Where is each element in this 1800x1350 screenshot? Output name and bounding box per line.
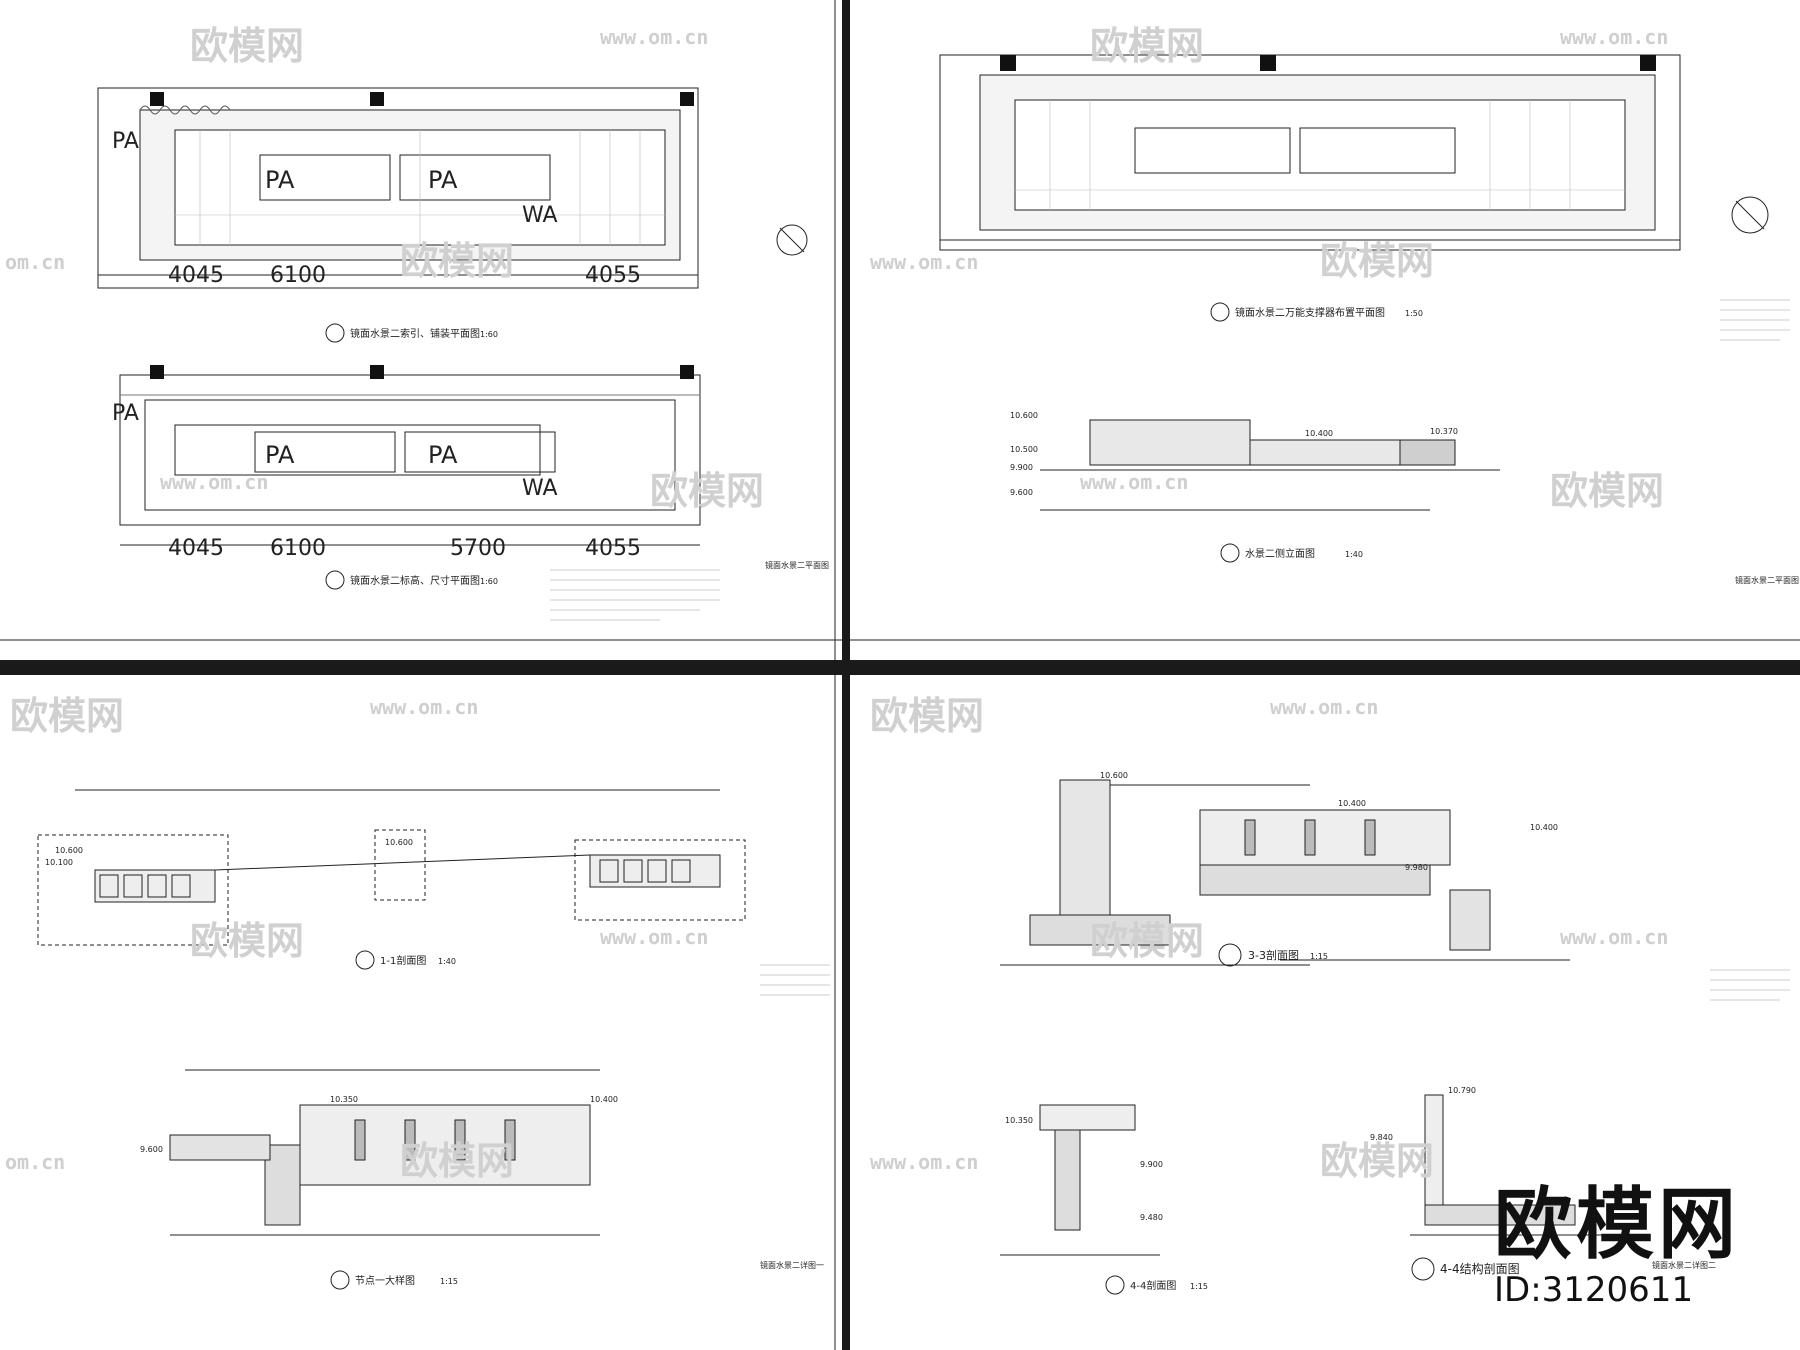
node-detail — [169, 1069, 600, 1236]
pa-label: PA — [428, 441, 458, 469]
elevation-text: 10.350 — [330, 1095, 358, 1104]
drawing-scale: 1:40 — [438, 957, 456, 966]
elevation-text: 10.400 — [1305, 429, 1333, 438]
side-elevation — [1040, 419, 1500, 511]
drawing-title: 4-4剖面图 — [1130, 1279, 1176, 1292]
elevation-text: 10.500 — [1010, 445, 1038, 454]
dimension-text: 4055 — [585, 536, 641, 561]
elevation-text: 9.480 — [1140, 1213, 1163, 1222]
dimension-text: 4045 — [168, 536, 224, 561]
brand-stamp: 欧模网 ID:3120611 — [1494, 1186, 1740, 1310]
elevation-text: 9.900 — [1010, 463, 1033, 472]
elevation-text: 9.900 — [1140, 1160, 1163, 1169]
structural-section — [1410, 1094, 1610, 1236]
wa-label: WA — [522, 203, 558, 228]
pa-label: PA — [112, 401, 139, 426]
drawing-scale: 1:15 — [1190, 1282, 1208, 1291]
plan-drawing: PA PA PA WA 4045 6100 4055 镜面水景二索引、铺装平面图… — [0, 0, 842, 660]
drawing-title: 节点一大样图 — [355, 1274, 415, 1287]
sheet-name: 镜面水景二详图二 — [1652, 1260, 1716, 1270]
dimension-text: 6100 — [270, 536, 326, 561]
support-drawing: 镜面水景二万能支撑器布置平面图 1:50 10.600 10.500 9.900… — [850, 54, 1800, 641]
elevation-text: 10.600 — [1100, 771, 1128, 780]
drawing-title: 4-4结构剖面图 — [1440, 1261, 1520, 1276]
elevation-text: 9.840 — [1370, 1133, 1393, 1142]
pa-label: PA — [265, 166, 295, 194]
drawing-sheet-section-2: 10.600 10.400 10.400 9.980 3-3剖面图 1:15 1… — [850, 675, 1800, 1350]
drawing-scale: 1:40 — [1345, 550, 1363, 559]
elevation-text: 10.400 — [1530, 823, 1558, 832]
drawing-title: 1-1剖面图 — [380, 954, 426, 967]
elevation-text: 10.370 — [1430, 427, 1458, 436]
drawing-title: 3-3剖面图 — [1248, 948, 1299, 962]
elevation-text: 10.400 — [1338, 799, 1366, 808]
dimension-text: 4055 — [585, 263, 641, 288]
pa-label: PA — [265, 441, 295, 469]
lower-plan — [119, 374, 701, 546]
elevation-text: 9.600 — [1010, 488, 1033, 497]
north-arrow — [1731, 196, 1769, 234]
sheet-name: 镜面水景二详图一 — [760, 1260, 824, 1270]
elevation-text: 10.600 — [1010, 411, 1038, 420]
drawing-sheet-support-layout: 镜面水景二万能支撑器布置平面图 1:50 10.600 10.500 9.900… — [850, 0, 1800, 660]
brand-id: ID:3120611 — [1493, 1270, 1694, 1310]
section-3-3 — [1000, 779, 1570, 966]
drawing-scale: 1:15 — [440, 1277, 458, 1286]
dimension-text: 6100 — [270, 263, 326, 288]
drawing-scale: 1:60 — [480, 330, 498, 339]
drawing-title: 水景二侧立面图 — [1245, 547, 1315, 560]
section-drawing-2: 10.600 10.400 10.400 9.980 3-3剖面图 1:15 1… — [1000, 771, 1790, 1295]
section-4-4 — [1000, 1104, 1160, 1256]
dimension-text: 5700 — [450, 536, 506, 561]
elevation-text: 10.100 — [45, 858, 73, 867]
elevation-text: 10.600 — [55, 846, 83, 855]
elevation-text: 10.790 — [1448, 1086, 1476, 1095]
drawing-sheet-plan-index: PA PA PA WA 4045 6100 4055 镜面水景二索引、铺装平面图… — [0, 0, 842, 660]
pa-label: PA — [428, 166, 458, 194]
drawing-title: 镜面水景二万能支撑器布置平面图 — [1235, 306, 1385, 319]
drawing-title: 镜面水景二索引、铺装平面图 — [350, 327, 480, 340]
elevation-text: 9.980 — [1405, 863, 1428, 872]
elevation-text: 9.600 — [140, 1145, 163, 1154]
elevation-text: 10.350 — [1005, 1116, 1033, 1125]
drawing-scale: 1:50 — [1405, 309, 1423, 318]
drawing-title: 镜面水景二标高、尺寸平面图 — [350, 574, 480, 587]
drawing-scale: 1:60 — [480, 577, 498, 586]
section-drawing: 10.600 10.100 10.600 1-1剖面图 1:40 9.600 1… — [37, 675, 836, 1350]
dimension-text: 4045 — [168, 263, 224, 288]
upper-plan — [97, 87, 699, 289]
sheet-name: 镜面水景二平面图 — [1735, 575, 1799, 585]
drawing-sheet-section-1: 10.600 10.100 10.600 1-1剖面图 1:40 9.600 1… — [0, 675, 842, 1350]
sheet-name: 镜面水景二平面图 — [765, 560, 829, 570]
elevation-text: 10.600 — [385, 838, 413, 847]
brand-name: 欧模网 — [1493, 1180, 1740, 1270]
elevation-text: 10.400 — [590, 1095, 618, 1104]
wa-label: WA — [522, 476, 558, 501]
north-arrow — [776, 224, 808, 256]
pa-label: PA — [112, 129, 139, 154]
drawing-scale: 1:15 — [1310, 952, 1328, 961]
